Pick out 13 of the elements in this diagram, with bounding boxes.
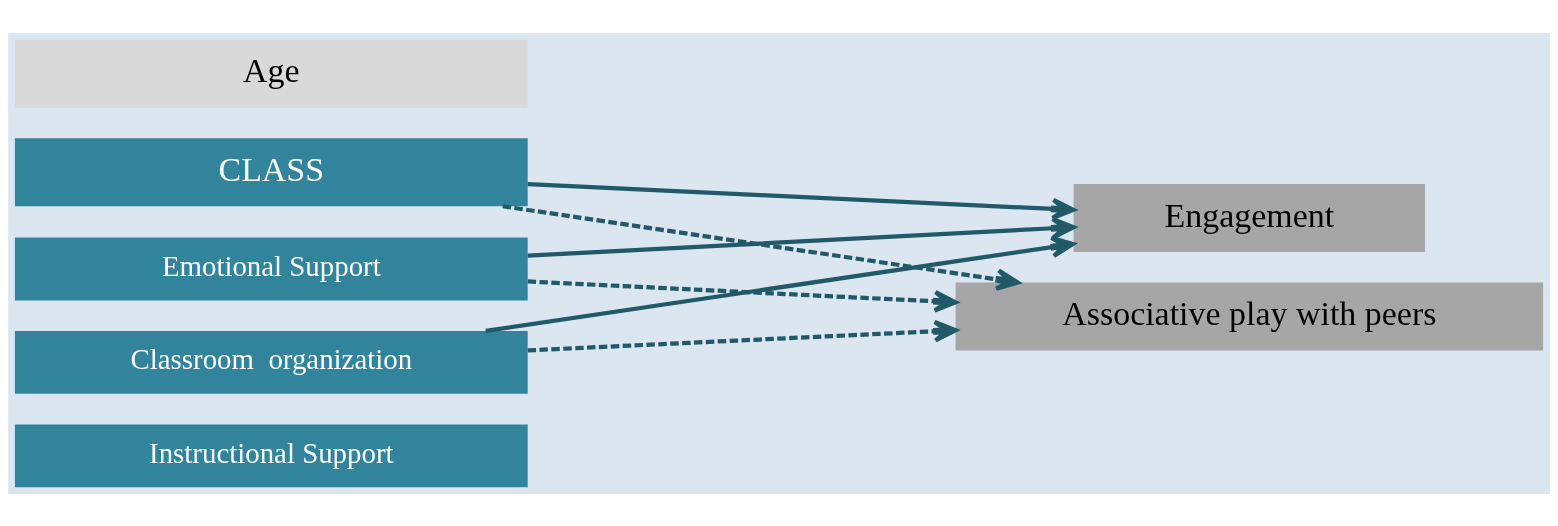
node-box: CLASS — [14, 137, 528, 206]
arrow — [527, 278, 958, 313]
node-box: Age — [14, 39, 528, 108]
arrow — [527, 216, 1076, 258]
arrow — [527, 319, 958, 353]
node-box: Associative play with peers — [955, 282, 1544, 350]
node-box: Classroom organization — [14, 330, 528, 394]
arrow — [485, 235, 1075, 333]
arrow — [527, 181, 1076, 220]
arrow — [502, 203, 1020, 291]
node-box: Instructional Support — [14, 423, 528, 487]
node-box: Emotional Support — [14, 237, 528, 300]
node-box: Engagement — [1073, 183, 1426, 252]
